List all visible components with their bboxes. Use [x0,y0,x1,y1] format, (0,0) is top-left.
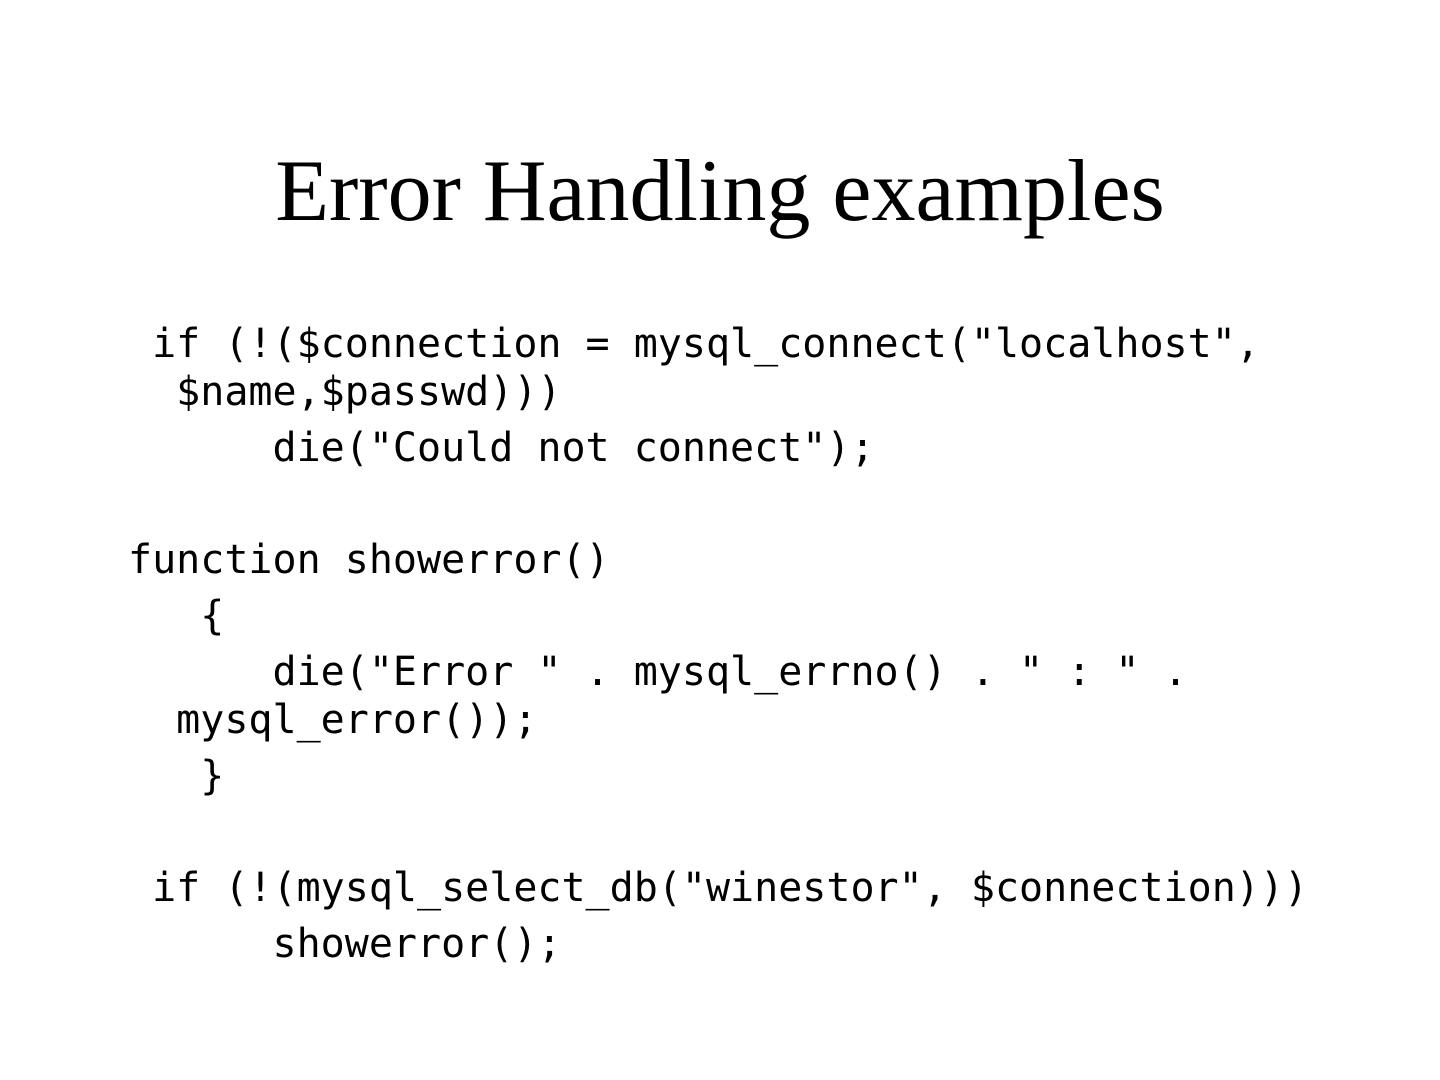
code-paragraph: { [128,592,1308,640]
code-line: } [128,753,225,799]
slide-title: Error Handling examples [275,143,1165,240]
code-line: mysql_error()); [128,697,538,743]
code-line [128,808,1308,856]
code-paragraph: if (!($connection = mysql_connect("local… [128,320,1308,416]
code-line [128,480,1308,528]
code-line: showerror(); [128,921,562,967]
code-line: die("Could not connect"); [128,425,875,471]
code-paragraph [128,480,1308,528]
code-line: function showerror() [128,537,610,583]
code-line: die("Error " . mysql_errno() . " : " . [128,649,1188,695]
code-paragraph: showerror(); [128,920,1308,968]
code-line: $name,$passwd))) [128,369,562,415]
code-paragraph: } [128,752,1308,800]
code-paragraph: die("Could not connect"); [128,424,1308,472]
code-paragraph: die("Error " . mysql_errno() . " : " . m… [128,648,1308,744]
code-paragraph [128,808,1308,856]
code-line: { [128,593,225,639]
code-paragraph: function showerror() [128,536,1308,584]
code-block: if (!($connection = mysql_connect("local… [128,320,1308,976]
code-line: if (!($connection = mysql_connect("local… [128,321,1260,367]
code-paragraph: if (!(mysql_select_db("winestor", $conne… [128,864,1308,912]
code-line: if (!(mysql_select_db("winestor", $conne… [128,865,1309,911]
